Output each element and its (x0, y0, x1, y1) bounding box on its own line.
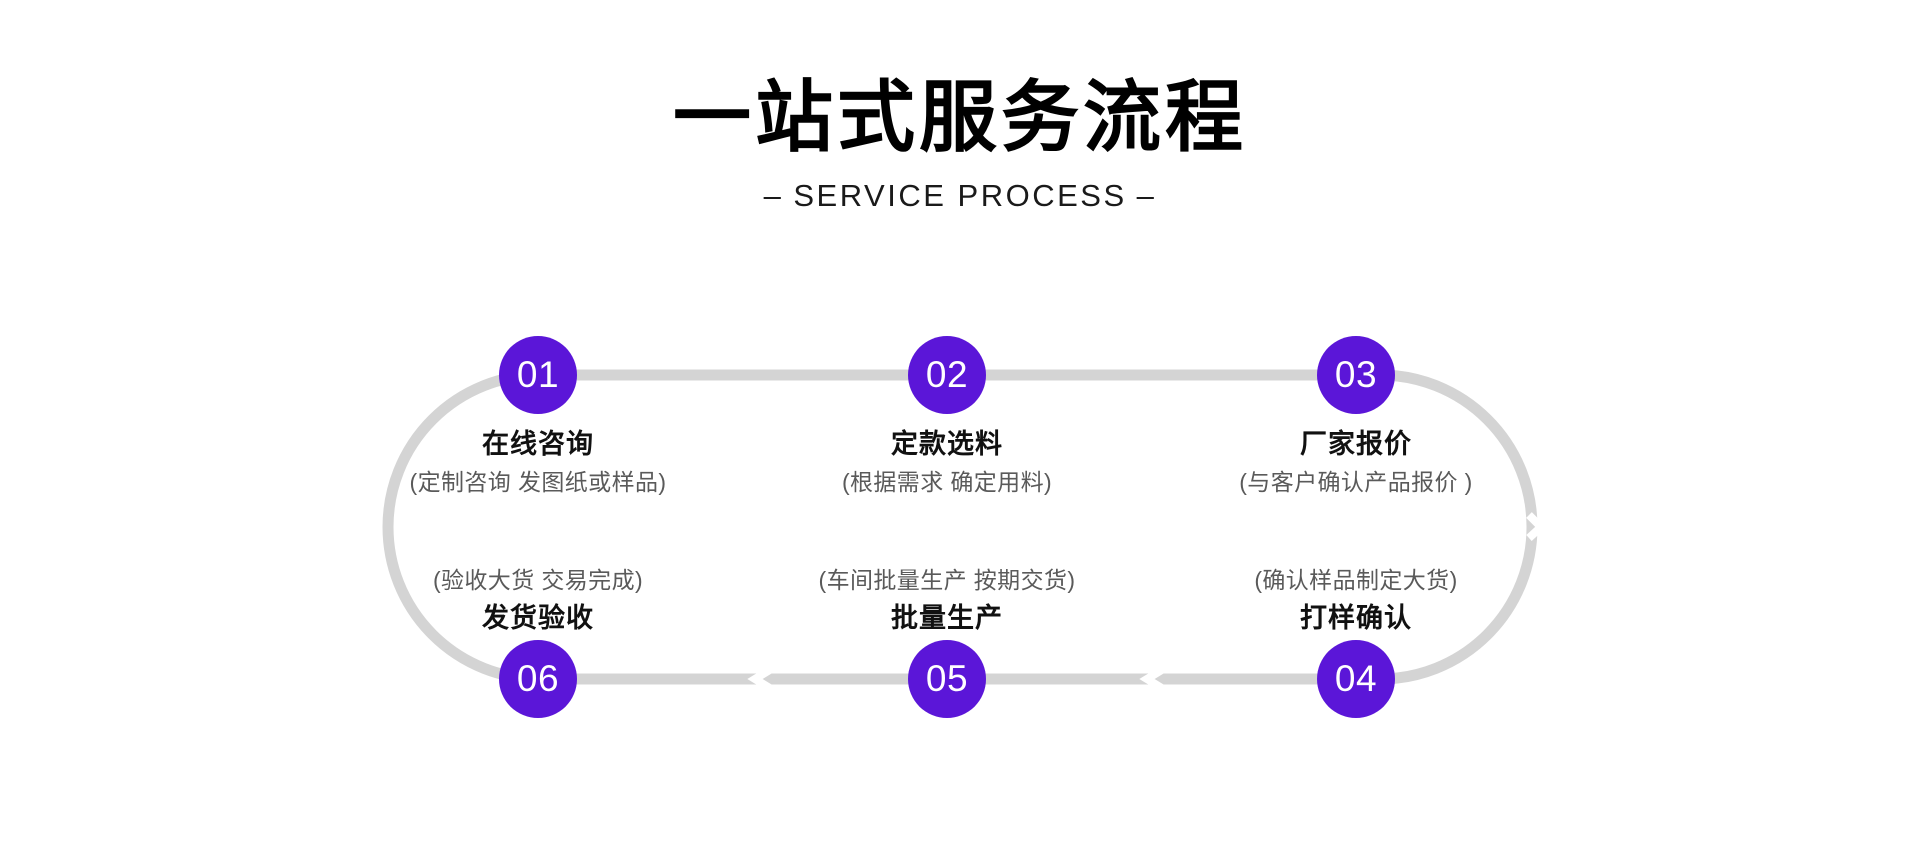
step-label-06: (验收大货 交易完成) 发货验收 (328, 566, 748, 636)
step-desc-03: (与客户确认产品报价 ) (1239, 468, 1473, 495)
step-name-05: 批量生产 (891, 602, 1003, 634)
step-label-01: 在线咨询 (定制咨询 发图纸或样品) (328, 428, 748, 498)
step-label-03: 厂家报价 (与客户确认产品报价 ) (1146, 428, 1566, 498)
page-subtitle: –SERVICE PROCESS– (0, 178, 1920, 214)
chevron-right-icon (1162, 381, 1191, 411)
step-desc-02: (根据需求 确定用料) (841, 468, 1053, 495)
step-circle-06[interactable]: 06 (499, 640, 577, 718)
subtitle-dash-right: – (1136, 178, 1157, 214)
step-name-03: 厂家报价 (1300, 429, 1412, 460)
step-name-04: 打样确认 (1300, 602, 1412, 634)
subtitle-text: SERVICE PROCESS (793, 178, 1127, 214)
step-label-04: (确认样品制定大货) 打样确认 (1146, 566, 1566, 636)
process-flow: 01 02 03 在线咨询 (定制咨询 发图纸或样品) 定款选料 (根据需求 确… (0, 330, 1920, 750)
step-label-02: 定款选料 (根据需求 确定用料) (737, 428, 1157, 498)
step-desc-01: (定制咨询 发图纸或样品) (409, 468, 667, 495)
step-desc-06: (验收大货 交易完成) (432, 567, 644, 593)
chevron-right-icon (752, 381, 781, 411)
step-circle-02[interactable]: 02 (908, 336, 986, 414)
step-name-02: 定款选料 (891, 429, 1003, 460)
step-circle-05[interactable]: 05 (908, 640, 986, 718)
step-name-01: 在线咨询 (482, 429, 594, 460)
subtitle-dash-left: – (763, 178, 784, 214)
chevron-down-icon (1526, 512, 1547, 541)
step-circle-04[interactable]: 04 (1317, 640, 1395, 718)
step-circle-01[interactable]: 01 (499, 336, 577, 414)
heading-block: 一站式服务流程 –SERVICE PROCESS– (0, 76, 1920, 214)
step-desc-04: (确认样品制定大货) (1254, 567, 1458, 593)
step-desc-05: (车间批量生产 按期交货) (818, 567, 1076, 593)
page-title: 一站式服务流程 (672, 73, 1247, 163)
step-circle-03[interactable]: 03 (1317, 336, 1395, 414)
chevron-left-icon (1139, 664, 1168, 694)
step-name-06: 发货验收 (482, 602, 594, 634)
chevron-left-icon (747, 664, 776, 694)
step-label-05: (车间批量生产 按期交货) 批量生产 (737, 566, 1157, 636)
